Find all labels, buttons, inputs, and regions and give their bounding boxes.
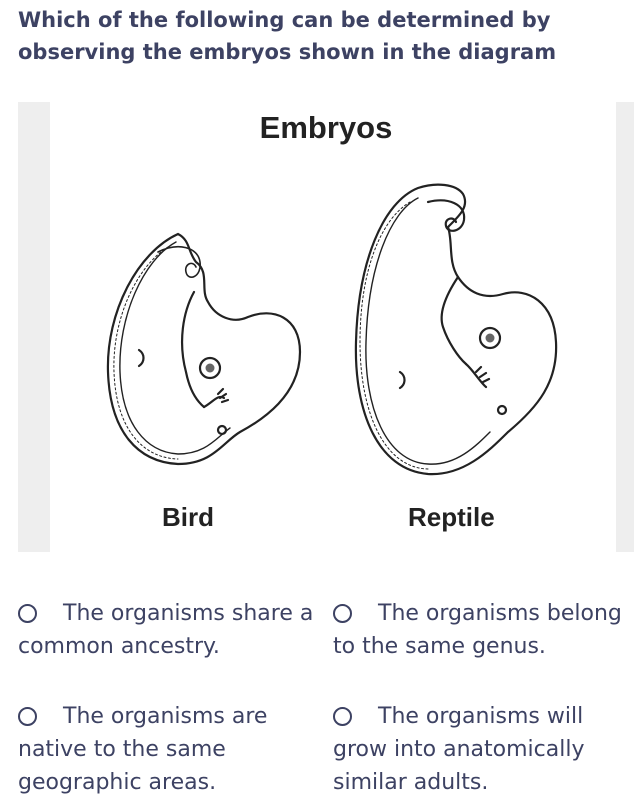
- reptile-label: Reptile: [408, 502, 495, 532]
- bird-label: Bird: [162, 502, 214, 532]
- diagram-title: Embryos: [259, 110, 393, 145]
- radio-button-icon[interactable]: [18, 604, 37, 623]
- answer-option-1[interactable]: The organisms share a common ancestry.: [18, 597, 318, 663]
- option-text: The organisms are native to the same geo…: [18, 704, 268, 795]
- bird-embryo-drawing: [106, 232, 302, 466]
- answer-option-2[interactable]: The organisms belong to the same genus.: [333, 597, 633, 663]
- option-text: The organisms share a common ancestry.: [18, 601, 314, 659]
- reptile-embryo-drawing: [354, 183, 558, 476]
- embryos-diagram: Embryos: [18, 102, 634, 554]
- embryo-illustrations: [106, 183, 558, 476]
- answer-option-3[interactable]: The organisms are native to the same geo…: [18, 700, 298, 799]
- radio-button-icon[interactable]: [333, 707, 352, 726]
- question-text: Which of the following can be determined…: [18, 8, 557, 64]
- radio-button-icon[interactable]: [333, 604, 352, 623]
- diagram-left-border: [18, 102, 50, 552]
- diagram-right-border: [616, 102, 634, 552]
- option-text: The organisms belong to the same genus.: [333, 601, 622, 659]
- answer-option-4[interactable]: The organisms will grow into anatomicall…: [333, 700, 613, 799]
- radio-button-icon[interactable]: [18, 707, 37, 726]
- option-text: The organisms will grow into anatomicall…: [333, 704, 585, 795]
